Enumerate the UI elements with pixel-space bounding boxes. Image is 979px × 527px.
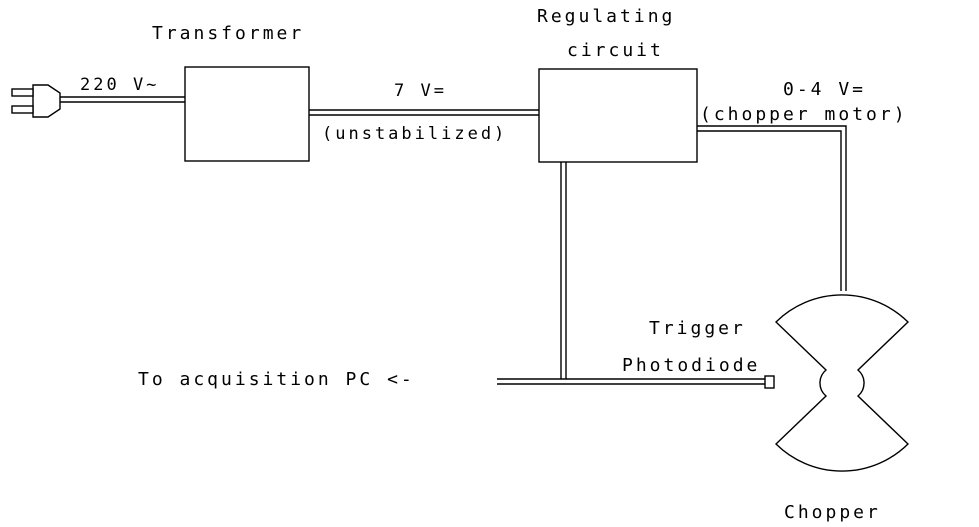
- unstabilized-label: (unstabilized): [322, 124, 507, 144]
- mains-voltage-label: 220 V~: [80, 75, 159, 95]
- dc-voltage-label: 7 V=: [394, 81, 447, 101]
- motor-cable: [697, 125, 847, 291]
- trigger-cable-vertical: [560, 162, 567, 379]
- photodiode-label: Photodiode: [622, 355, 760, 376]
- motor-note-label: (chopper motor): [700, 104, 908, 125]
- regulating-label-line1: Regulating: [537, 6, 675, 27]
- chopper-label: Chopper: [784, 502, 881, 523]
- transformer-label: Transformer: [152, 23, 304, 44]
- trigger-label: Trigger: [649, 318, 746, 339]
- photodiode-icon: [764, 375, 775, 389]
- mains-cable: [60, 96, 185, 103]
- power-plug-icon: [11, 84, 61, 118]
- regulating-circuit-box: [538, 68, 698, 163]
- acquisition-label: To acquisition PC <-: [138, 369, 415, 390]
- chopper-wheel-icon: [774, 294, 910, 472]
- transformer-box: [184, 66, 310, 162]
- dc-cable: [309, 109, 539, 116]
- motor-voltage-label: 0-4 V=: [783, 79, 866, 100]
- regulating-label-line2: circuit: [567, 40, 664, 61]
- signal-cable: [497, 378, 765, 385]
